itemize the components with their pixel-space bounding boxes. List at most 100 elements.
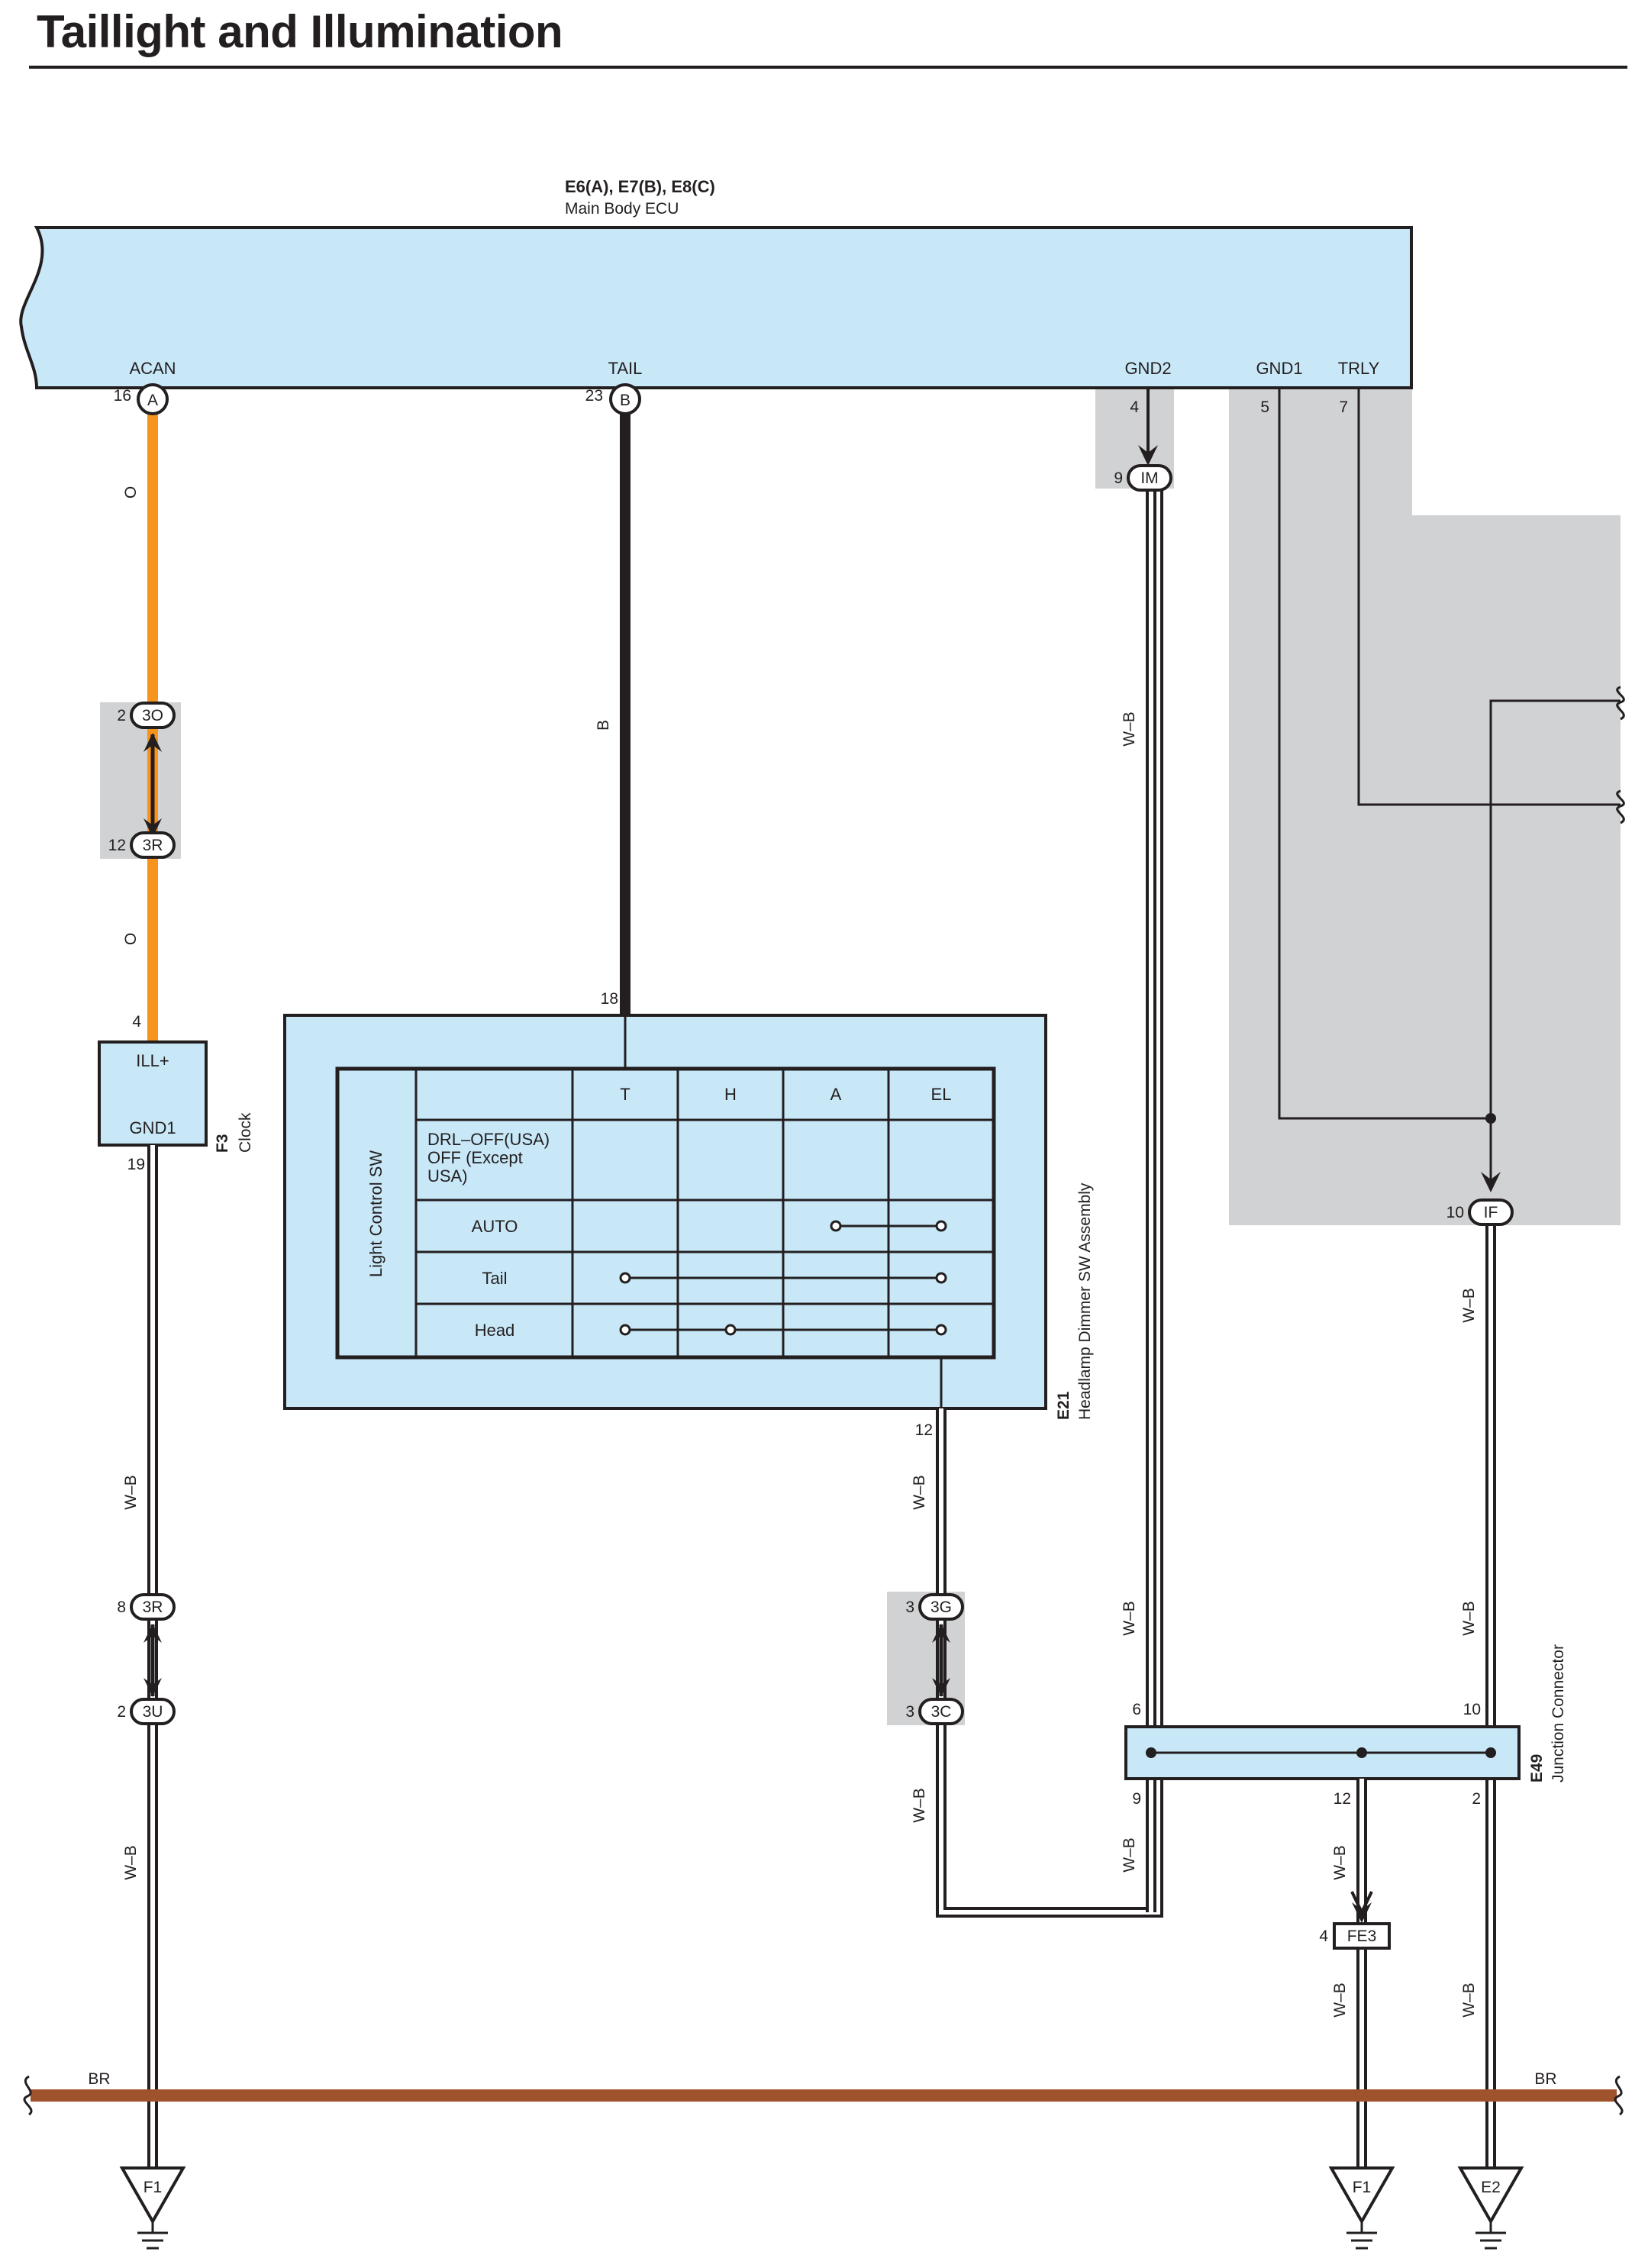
wire-break-icon — [1614, 2075, 1624, 2116]
continuity-auto — [830, 1220, 947, 1232]
e49-pin-9: 9 — [1132, 1790, 1141, 1808]
ground-label-f1-left: F1 — [144, 2179, 163, 2196]
wire-color-gnd2: W–B — [1121, 711, 1138, 747]
wire-color-tail: B — [595, 720, 612, 731]
junction-3o-pin: 2 — [117, 707, 126, 724]
pin-number-acan: 16 — [114, 387, 131, 405]
wire-color-if-top: W–B — [1460, 1288, 1478, 1323]
arrow-down-icon — [932, 1678, 950, 1697]
e49-pin-12: 12 — [1334, 1790, 1351, 1808]
junction-3u-label: 3U — [143, 1703, 163, 1721]
junction-3g — [918, 1593, 964, 1621]
junction-fe3-label: FE3 — [1347, 1928, 1377, 1945]
junction-3u — [130, 1698, 176, 1725]
ground-label-f1-right: F1 — [1353, 2179, 1372, 2196]
junction-3c-pin: 3 — [905, 1703, 914, 1721]
junction-3g-pin: 3 — [905, 1599, 914, 1616]
column-header-t: T — [620, 1085, 630, 1104]
ecu-pin-acan: ACAN — [129, 359, 176, 378]
column-header-a: A — [830, 1085, 842, 1104]
e49-pin-10: 10 — [1463, 1701, 1481, 1718]
column-header-h: H — [724, 1085, 737, 1104]
wire-color-acan-top: O — [122, 486, 140, 498]
arrow-down-icon — [144, 1678, 162, 1697]
junction-im-label: IM — [1140, 469, 1158, 487]
wire-color-clock-gnd: W–B — [122, 1475, 140, 1510]
wire-color-clock-gnd-low: W–B — [122, 1845, 140, 1880]
junction-3o-label: 3O — [142, 707, 163, 724]
junction-im — [1127, 464, 1172, 492]
clock-code: F3 — [214, 1134, 231, 1153]
pin-number-tail: 23 — [585, 387, 603, 405]
sw-pin-bottom-num: 12 — [915, 1421, 933, 1439]
ecu-pin-trly: TRLY — [1338, 359, 1380, 378]
light-control-table — [335, 1066, 996, 1360]
ecu-pin-gnd2: GND2 — [1124, 359, 1171, 378]
ecu-name: Main Body ECU — [565, 200, 679, 218]
arrow-down-icon — [1138, 445, 1158, 466]
junction-3o — [130, 702, 176, 729]
wire-break-icon — [23, 2075, 33, 2116]
wire-color-e49-2-low: W–B — [1460, 1982, 1478, 2018]
sw-pin-top-num: 18 — [601, 990, 618, 1008]
bus-label-right: BR — [1534, 2070, 1556, 2088]
headlamp-sw-name: Headlamp Dimmer SW Assembly — [1076, 1182, 1094, 1420]
wire-color-fe3-low: W–B — [1331, 1982, 1349, 2018]
row-label-drl-off-line: OFF (Except — [427, 1148, 523, 1167]
continuity-tail — [619, 1272, 947, 1284]
arrow-up-icon — [144, 733, 162, 752]
wire-color-if-mid: W–B — [1460, 1601, 1478, 1636]
e49-code: E49 — [1528, 1754, 1546, 1782]
row-label-drl-off-line: USA) — [427, 1166, 468, 1186]
ecu-internal-wires — [1278, 388, 1621, 1182]
bus-label-left: BR — [88, 2070, 110, 2088]
connector-letter-a: A — [147, 392, 158, 409]
splice-dot — [1485, 1747, 1496, 1758]
wire-color-sw-gnd: W–B — [911, 1475, 928, 1510]
page-title: Taillight and Illumination — [37, 6, 563, 57]
clock-f3 — [98, 1040, 208, 1147]
clock-pin-bottom-num: 19 — [127, 1156, 145, 1173]
connector-marker-b — [609, 383, 641, 415]
wire-color-gnd2-bottom: W–B — [1121, 1837, 1138, 1873]
row-label-auto: AUTO — [472, 1217, 518, 1236]
clock-name: Clock — [237, 1112, 254, 1153]
junction-3g-label: 3G — [930, 1599, 952, 1616]
table-title: Light Control SW — [366, 1150, 385, 1278]
clock-pin-gnd1: GND1 — [129, 1118, 176, 1137]
wire-color-sw-gnd-low: W–B — [911, 1788, 928, 1823]
arrow-up-icon — [932, 1624, 950, 1643]
junction-3r-bottom-pin: 8 — [117, 1599, 126, 1616]
junction-3c-label: 3C — [931, 1703, 952, 1721]
pin-number-gnd2: 4 — [1130, 398, 1139, 416]
clock-pin-ill: ILL+ — [136, 1051, 169, 1070]
junction-fe3-pin: 4 — [1319, 1928, 1328, 1945]
row-label-drl-off-line: DRL–OFF(USA) — [427, 1130, 550, 1149]
e49-pin-6: 6 — [1132, 1701, 1141, 1718]
headlamp-sw-code: E21 — [1055, 1391, 1072, 1420]
junction-3r-top-pin: 12 — [108, 837, 126, 854]
junction-3c — [918, 1698, 964, 1725]
junction-if-label: IF — [1484, 1204, 1498, 1221]
ground-label-e2: E2 — [1481, 2179, 1501, 2196]
arrow-down-icon — [144, 818, 162, 837]
row-label-tail: Tail — [482, 1269, 507, 1288]
clock-pin-top-num: 4 — [132, 1013, 141, 1031]
ground-symbol-e2 — [1457, 2166, 1524, 2250]
wire-color-e49-12: W–B — [1331, 1845, 1349, 1880]
table-grid — [414, 1069, 994, 1357]
pin-number-trly: 7 — [1339, 398, 1348, 416]
wire-color-acan-mid: O — [122, 933, 140, 945]
junction-fe3 — [1333, 1922, 1391, 1950]
arrow-down-icon — [1350, 1891, 1373, 1916]
row-label-head: Head — [475, 1321, 515, 1340]
wire-break-icon — [1616, 789, 1625, 824]
wire-break-icon — [1616, 686, 1625, 721]
continuity-head — [619, 1324, 947, 1336]
ground-symbol-f1-right — [1328, 2166, 1395, 2250]
junction-3r-top-label: 3R — [143, 837, 163, 854]
junction-3u-pin: 2 — [117, 1703, 126, 1721]
junction-3r-bottom-label: 3R — [143, 1599, 163, 1616]
